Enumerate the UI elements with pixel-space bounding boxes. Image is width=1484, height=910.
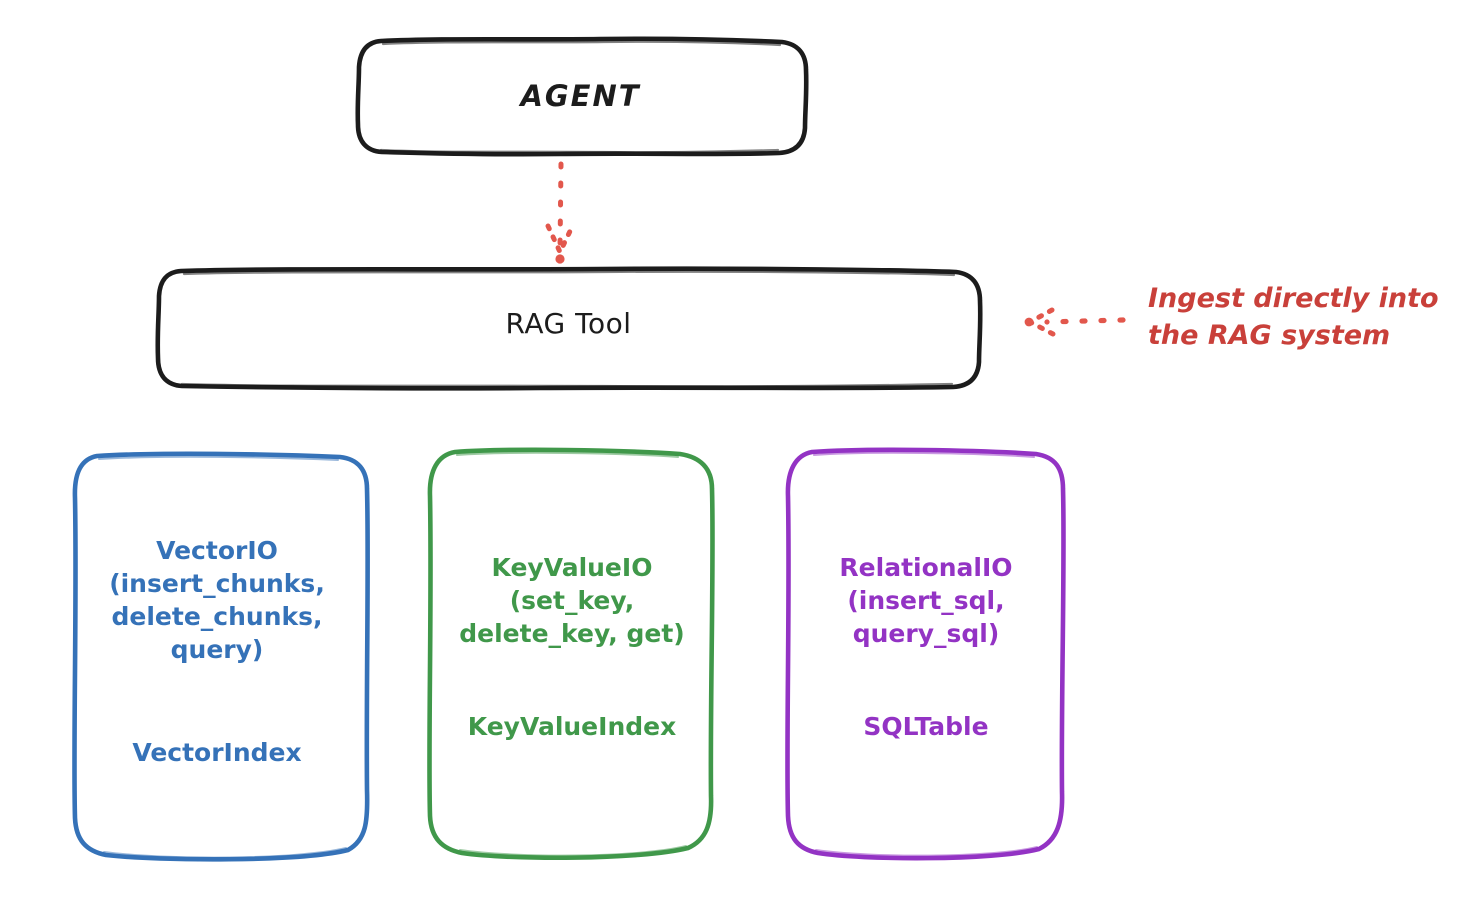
sql-table-label: SQLTable (863, 712, 989, 741)
relational-io-node-shape[interactable] (785, 447, 1066, 861)
vector-io-node-shape[interactable] (72, 451, 371, 862)
ingest-annotation-text: Ingest directly into the RAG system (1148, 283, 1439, 351)
key-value-io-label: KeyValueIO (set_key, delete_key, get) (459, 553, 685, 648)
agent-node-shape[interactable] (355, 36, 809, 157)
key-value-io-node-shape[interactable] (427, 447, 715, 861)
vector-index-label: VectorIndex (132, 738, 302, 767)
agent-to-rag-connector (545, 161, 576, 264)
ingest-note-connector (1024, 307, 1126, 337)
rag-tool-node-shape[interactable] (155, 266, 983, 391)
relational-io-label: RelationalIO (insert_sql, query_sql) (839, 553, 1013, 648)
vector-io-label: VectorIO (insert_chunks, delete_chunks, … (109, 536, 325, 664)
key-value-index-label: KeyValueIndex (467, 712, 677, 741)
